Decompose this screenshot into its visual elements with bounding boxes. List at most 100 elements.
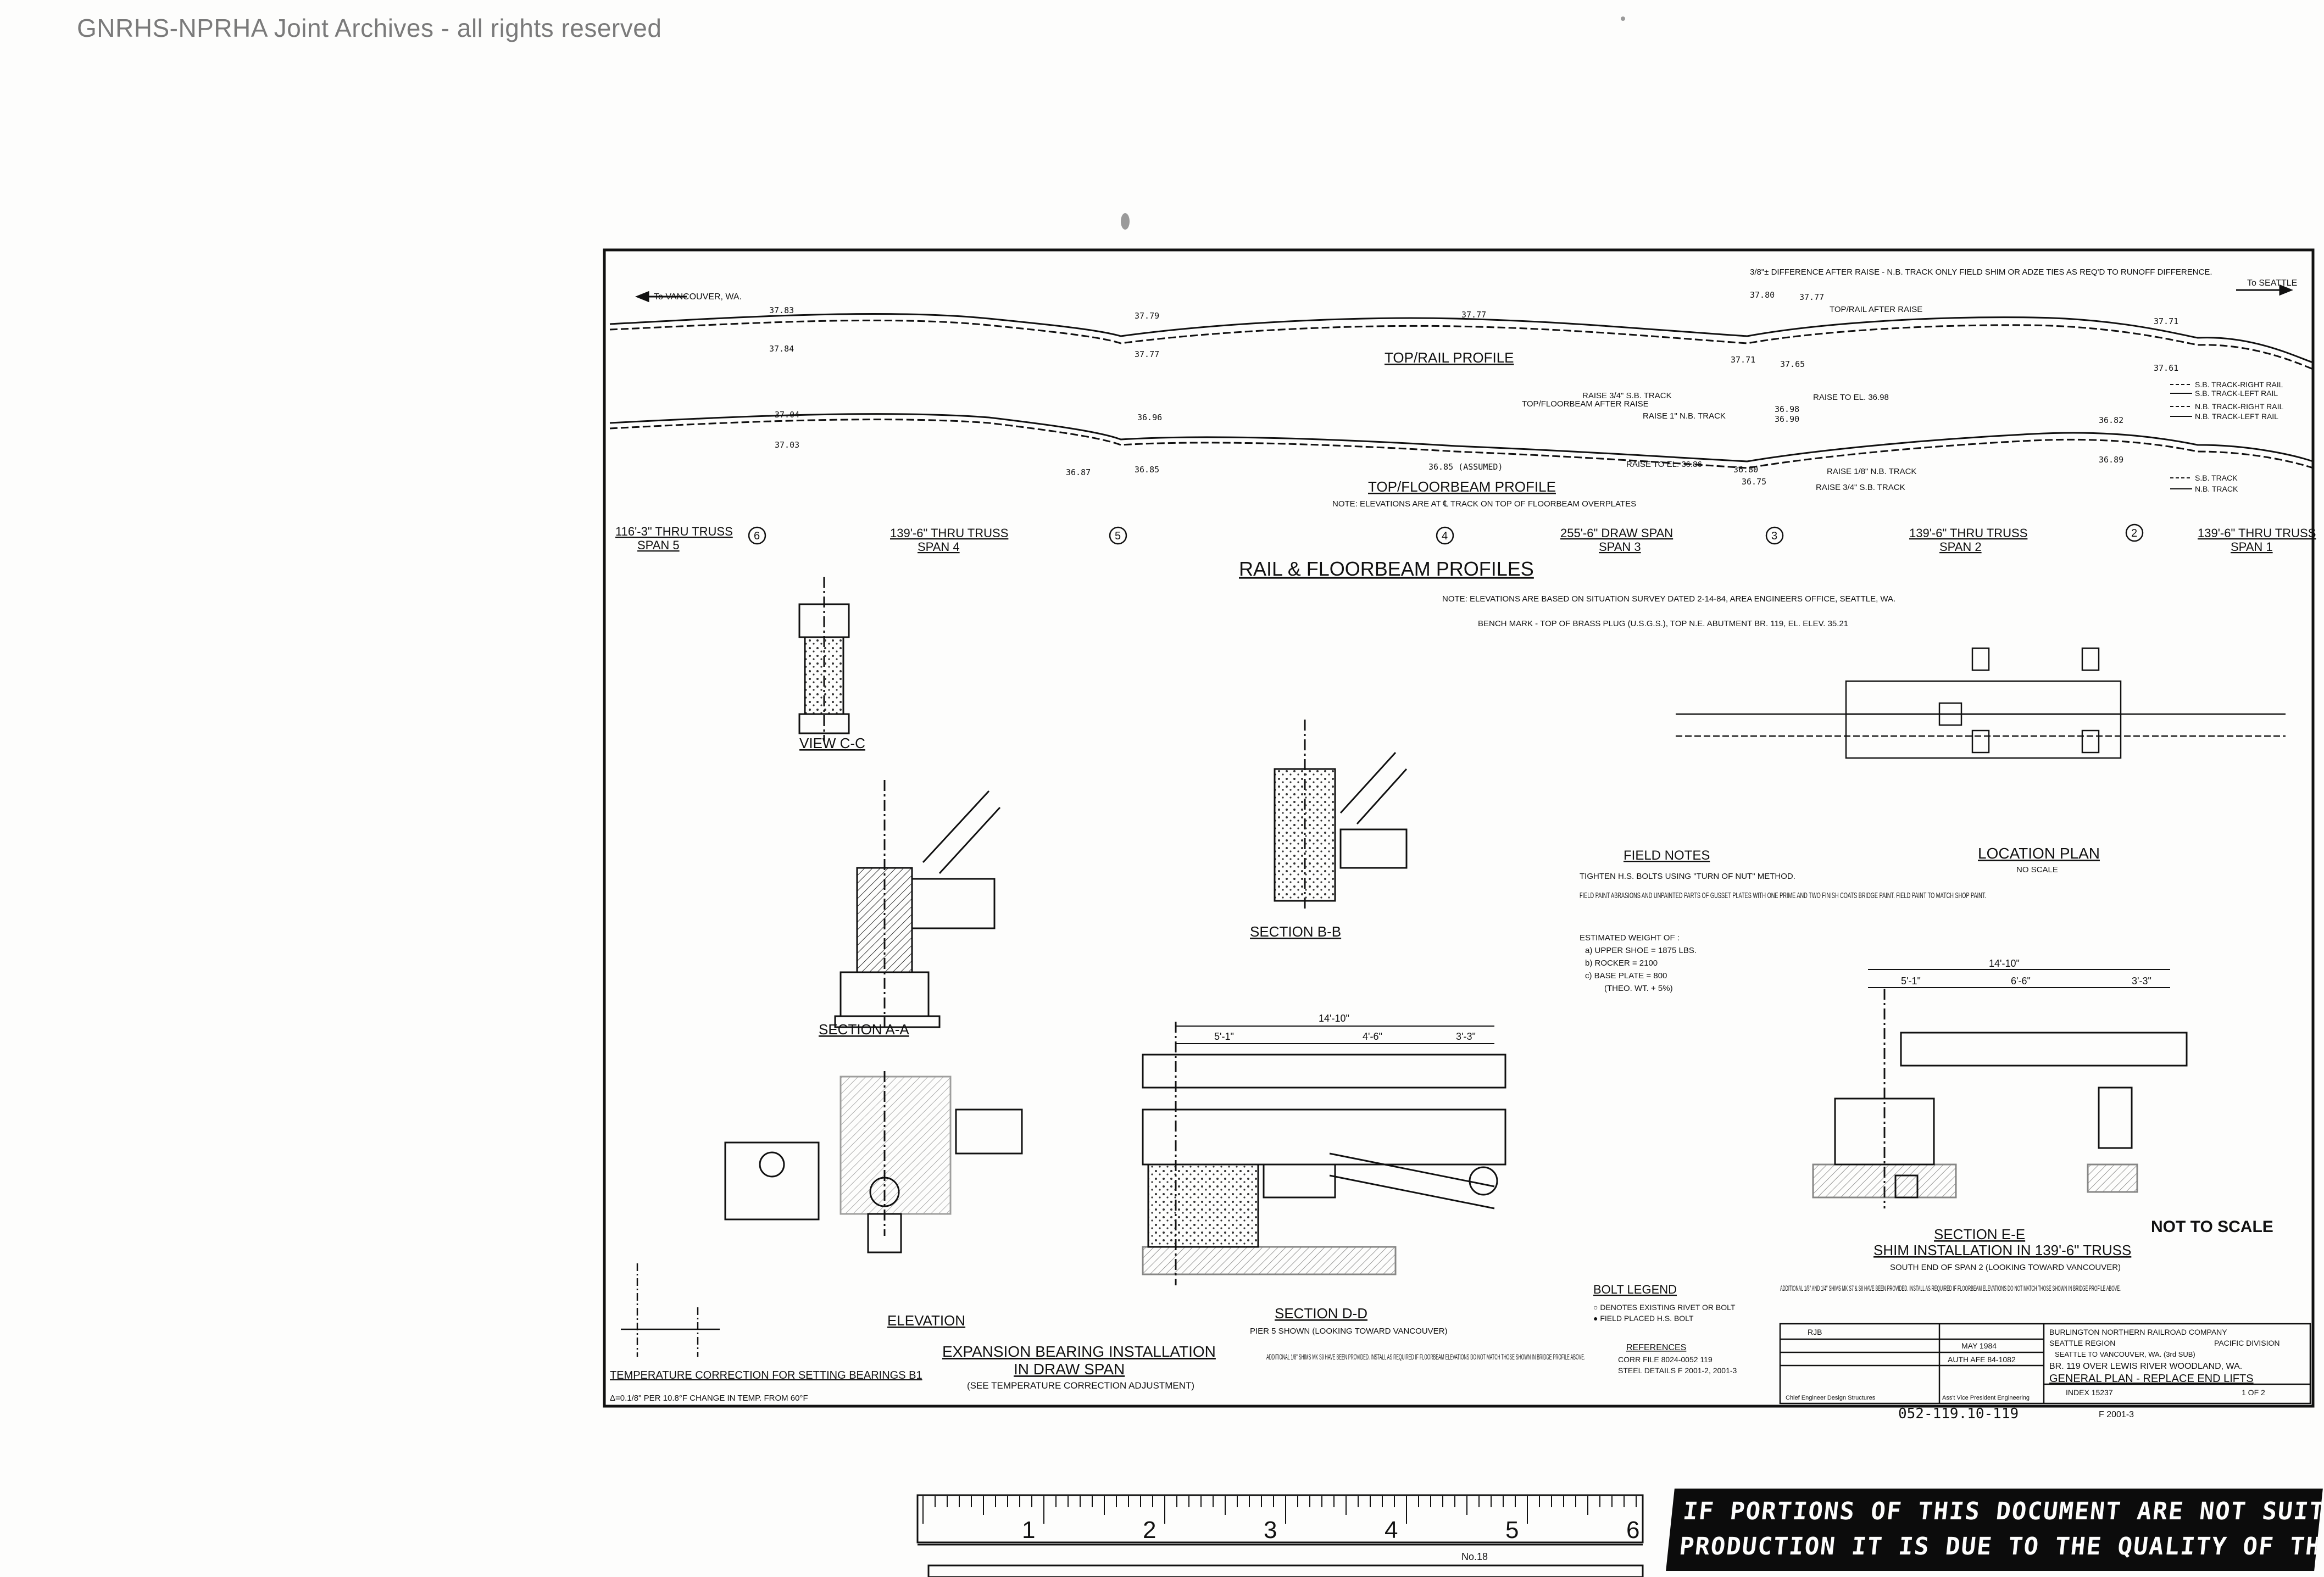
expansion-subtitle: IN DRAW SPAN <box>1014 1361 1125 1378</box>
shim-note-2: ADDITIONAL 1/8" AND 1/4" SHIMS MK S7 & S… <box>1780 1284 2121 1292</box>
svg-text:S.B. TRACK: S.B. TRACK <box>2195 473 2238 482</box>
svg-text:SPAN 2: SPAN 2 <box>1939 540 1982 554</box>
file-reference: F 2001-3 <box>2099 1410 2134 1419</box>
banner-line-2: PRODUCTION IT IS DUE TO THE QUALITY OF T… <box>1678 1533 2323 1561</box>
floorbeam-elevation-labels: 37.04 37.03 36.96 36.87 36.85 36.85 (ASS… <box>775 404 2123 487</box>
svg-text:FIELD PAINT ABRASIONS AND UNPA: FIELD PAINT ABRASIONS AND UNPAINTED PART… <box>1580 891 1986 900</box>
dimension-lines <box>1176 969 2170 1044</box>
svg-text:36.82: 36.82 <box>2099 415 2123 425</box>
view-cc-drawing <box>798 577 850 742</box>
svg-text:RAISE 3/4" S.B. TRACK: RAISE 3/4" S.B. TRACK <box>1582 391 1672 400</box>
svg-text:Chief Engineer Design Structur: Chief Engineer Design Structures <box>1786 1395 1876 1401</box>
temp-correction-formula: Δ=0.1/8" PER 10.8°F CHANGE IN TEMP. FROM… <box>610 1394 808 1403</box>
rail-elevation-labels: 37.83 37.84 37.79 37.77 37.77 37.71 37.6… <box>769 290 2178 373</box>
direction-arrows <box>635 284 2294 303</box>
shim-installation-label: SHIM INSTALLATION IN 139'-6" TRUSS <box>1873 1242 2131 1258</box>
svg-text:6: 6 <box>1626 1517 1639 1543</box>
svg-text:116'-3" THRU TRUSS: 116'-3" THRU TRUSS <box>615 525 733 538</box>
svg-text:5'-1": 5'-1" <box>1214 1031 1234 1042</box>
sheet-border <box>603 248 2315 1408</box>
reference-item: STEEL DETAILS F 2001-2, 2001-3 <box>1618 1366 1737 1375</box>
section-dd-label: SECTION D-D <box>1275 1305 1367 1322</box>
svg-text:AUTH AFE 84-1082: AUTH AFE 84-1082 <box>1948 1355 2016 1364</box>
archive-watermark: GNRHS-NPRHA Joint Archives - all rights … <box>77 14 662 42</box>
section-aa-label: SECTION A-A <box>819 1021 909 1038</box>
svg-text:37.77: 37.77 <box>1135 349 1159 359</box>
svg-text:Ass't Vice President Engineeri: Ass't Vice President Engineering <box>1942 1395 2030 1401</box>
bolt-legend-item: ● FIELD PLACED H.S. BOLT <box>1593 1314 1694 1323</box>
svg-text:BURLINGTON NORTHERN RAILROAD C: BURLINGTON NORTHERN RAILROAD COMPANY <box>2049 1328 2227 1336</box>
svg-text:3: 3 <box>1771 530 1777 542</box>
svg-text:36.98: 36.98 <box>1775 404 1799 414</box>
shim-note: ADDITIONAL 1/8" SHIMS MK S9 HAVE BEEN PR… <box>1266 1352 1585 1361</box>
svg-text:N.B. TRACK-RIGHT RAIL: N.B. TRACK-RIGHT RAIL <box>2195 402 2284 411</box>
section-ee-label: SECTION E-E <box>1934 1226 2025 1242</box>
svg-text:ESTIMATED WEIGHT OF :: ESTIMATED WEIGHT OF : <box>1580 933 1680 943</box>
location-plan-no-scale: NO SCALE <box>2016 865 2058 874</box>
scale-ruler <box>916 1494 1644 1577</box>
svg-text:139'-6" THRU TRUSS: 139'-6" THRU TRUSS <box>2198 526 2316 540</box>
svg-text:14'-10": 14'-10" <box>1319 1013 1349 1024</box>
svg-text:b) ROCKER = 2100: b) ROCKER = 2100 <box>1585 959 1658 968</box>
field-notes-title: FIELD NOTES <box>1624 848 1710 863</box>
svg-text:PACIFIC DIVISION: PACIFIC DIVISION <box>2214 1339 2280 1347</box>
svg-text:37.71: 37.71 <box>1731 355 1755 365</box>
svg-text:1 OF 2: 1 OF 2 <box>2242 1388 2265 1397</box>
svg-text:2: 2 <box>1143 1517 1156 1543</box>
top-rail-profile <box>609 313 2314 469</box>
svg-text:TOP/RAIL AFTER RAISE: TOP/RAIL AFTER RAISE <box>1830 305 1922 314</box>
svg-text:36.96: 36.96 <box>1137 413 1162 422</box>
top-floorbeam-profile-title: TOP/FLOORBEAM PROFILE <box>1368 478 1556 495</box>
svg-text:3'-3": 3'-3" <box>2132 976 2151 987</box>
svg-text:37.83: 37.83 <box>769 305 794 315</box>
bench-mark-note: BENCH MARK - TOP OF BRASS PLUG (U.S.G.S.… <box>1478 619 1848 628</box>
dimension-labels: 14'-10" 5'-1" 4'-6" 3'-3" 14'-10" 5'-1" … <box>1214 958 2151 1042</box>
svg-text:(THEO. WT. + 5%): (THEO. WT. + 5%) <box>1604 984 1673 993</box>
expansion-title: EXPANSION BEARING INSTALLATION <box>942 1343 1216 1360</box>
section-aa-drawing <box>834 780 1001 1028</box>
svg-text:TOP/FLOORBEAM AFTER RAISE: TOP/FLOORBEAM AFTER RAISE <box>1522 399 1649 409</box>
field-notes-list: TIGHTEN H.S. BOLTS USING "TURN OF NUT" M… <box>1580 872 1986 993</box>
to-vancouver-label: To VANCOUVER, WA. <box>654 292 742 302</box>
svg-text:a) UPPER SHOE = 1875 LBS.: a) UPPER SHOE = 1875 LBS. <box>1585 946 1697 955</box>
raise-notes: RAISE 3/4" S.B. TRACK RAISE 1" N.B. TRAC… <box>1522 305 1922 492</box>
elevation-note: NOTE: ELEVATIONS ARE BASED ON SITUATION … <box>1442 594 1895 604</box>
svg-text:37.77: 37.77 <box>1799 292 1824 302</box>
difference-note: 3/8"± DIFFERENCE AFTER RAISE - N.B. TRAC… <box>1750 268 2212 277</box>
svg-text:SPAN 4: SPAN 4 <box>918 540 960 554</box>
svg-text:SEATTLE REGION: SEATTLE REGION <box>2049 1339 2115 1347</box>
svg-text:TIGHTEN H.S. BOLTS USING "TURN: TIGHTEN H.S. BOLTS USING "TURN OF NUT" M… <box>1580 872 1795 881</box>
svg-text:139'-6" THRU TRUSS: 139'-6" THRU TRUSS <box>890 526 1008 540</box>
svg-text:GENERAL PLAN - REPLACE END LIF: GENERAL PLAN - REPLACE END LIFTS <box>2049 1373 2254 1385</box>
span-labels: 116'-3" THRU TRUSS SPAN 5 139'-6" THRU T… <box>615 525 2316 554</box>
svg-text:37.65: 37.65 <box>1780 359 1805 369</box>
profile-note: NOTE: ELEVATIONS ARE AT ℄ TRACK ON TOP O… <box>1332 499 1636 509</box>
section-ee-drawing <box>1812 989 2188 1208</box>
svg-text:36.75: 36.75 <box>1742 477 1766 487</box>
location-plan-title: LOCATION PLAN <box>1978 845 2100 862</box>
pier-markers <box>748 523 2144 545</box>
section-dd-drawing <box>1142 1022 1506 1285</box>
not-to-scale-label: NOT TO SCALE <box>2151 1218 2273 1236</box>
svg-text:RAISE TO EL. 36.86: RAISE TO EL. 36.86 <box>1626 460 1702 469</box>
svg-text:36.85: 36.85 <box>1135 465 1159 475</box>
svg-text:4'-6": 4'-6" <box>1363 1031 1382 1042</box>
profiles-title: RAIL & FLOORBEAM PROFILES <box>1239 558 1534 580</box>
ruler-code: No.18 <box>1461 1551 1488 1562</box>
svg-text:37.77: 37.77 <box>1461 310 1486 320</box>
reproduction-quality-banner: IF PORTIONS OF THIS DOCUMENT ARE NOT SUI… <box>1666 1489 2323 1571</box>
expansion-note: (SEE TEMPERATURE CORRECTION ADJUSTMENT) <box>967 1380 1194 1391</box>
svg-text:S.B. TRACK-LEFT RAIL: S.B. TRACK-LEFT RAIL <box>2195 389 2278 398</box>
svg-text:c) BASE PLATE = 800: c) BASE PLATE = 800 <box>1585 971 1667 980</box>
drawing-number: 052-119.10-119 <box>1898 1406 2019 1422</box>
svg-text:SPAN 5: SPAN 5 <box>637 538 680 552</box>
banner-line-1: IF PORTIONS OF THIS DOCUMENT ARE NOT SUI… <box>1681 1497 2323 1525</box>
svg-text:SEATTLE TO VANCOUVER, WA. (3rd: SEATTLE TO VANCOUVER, WA. (3rd SUB) <box>2055 1350 2195 1358</box>
svg-text:RAISE 1/8" N.B. TRACK: RAISE 1/8" N.B. TRACK <box>1827 467 1916 476</box>
location-plan-drawing <box>1676 647 2286 759</box>
svg-text:RAISE 1" N.B. TRACK: RAISE 1" N.B. TRACK <box>1643 411 1726 421</box>
svg-text:N.B. TRACK: N.B. TRACK <box>2195 484 2238 493</box>
svg-text:4: 4 <box>1385 1517 1398 1543</box>
title-block <box>1779 1323 2311 1405</box>
